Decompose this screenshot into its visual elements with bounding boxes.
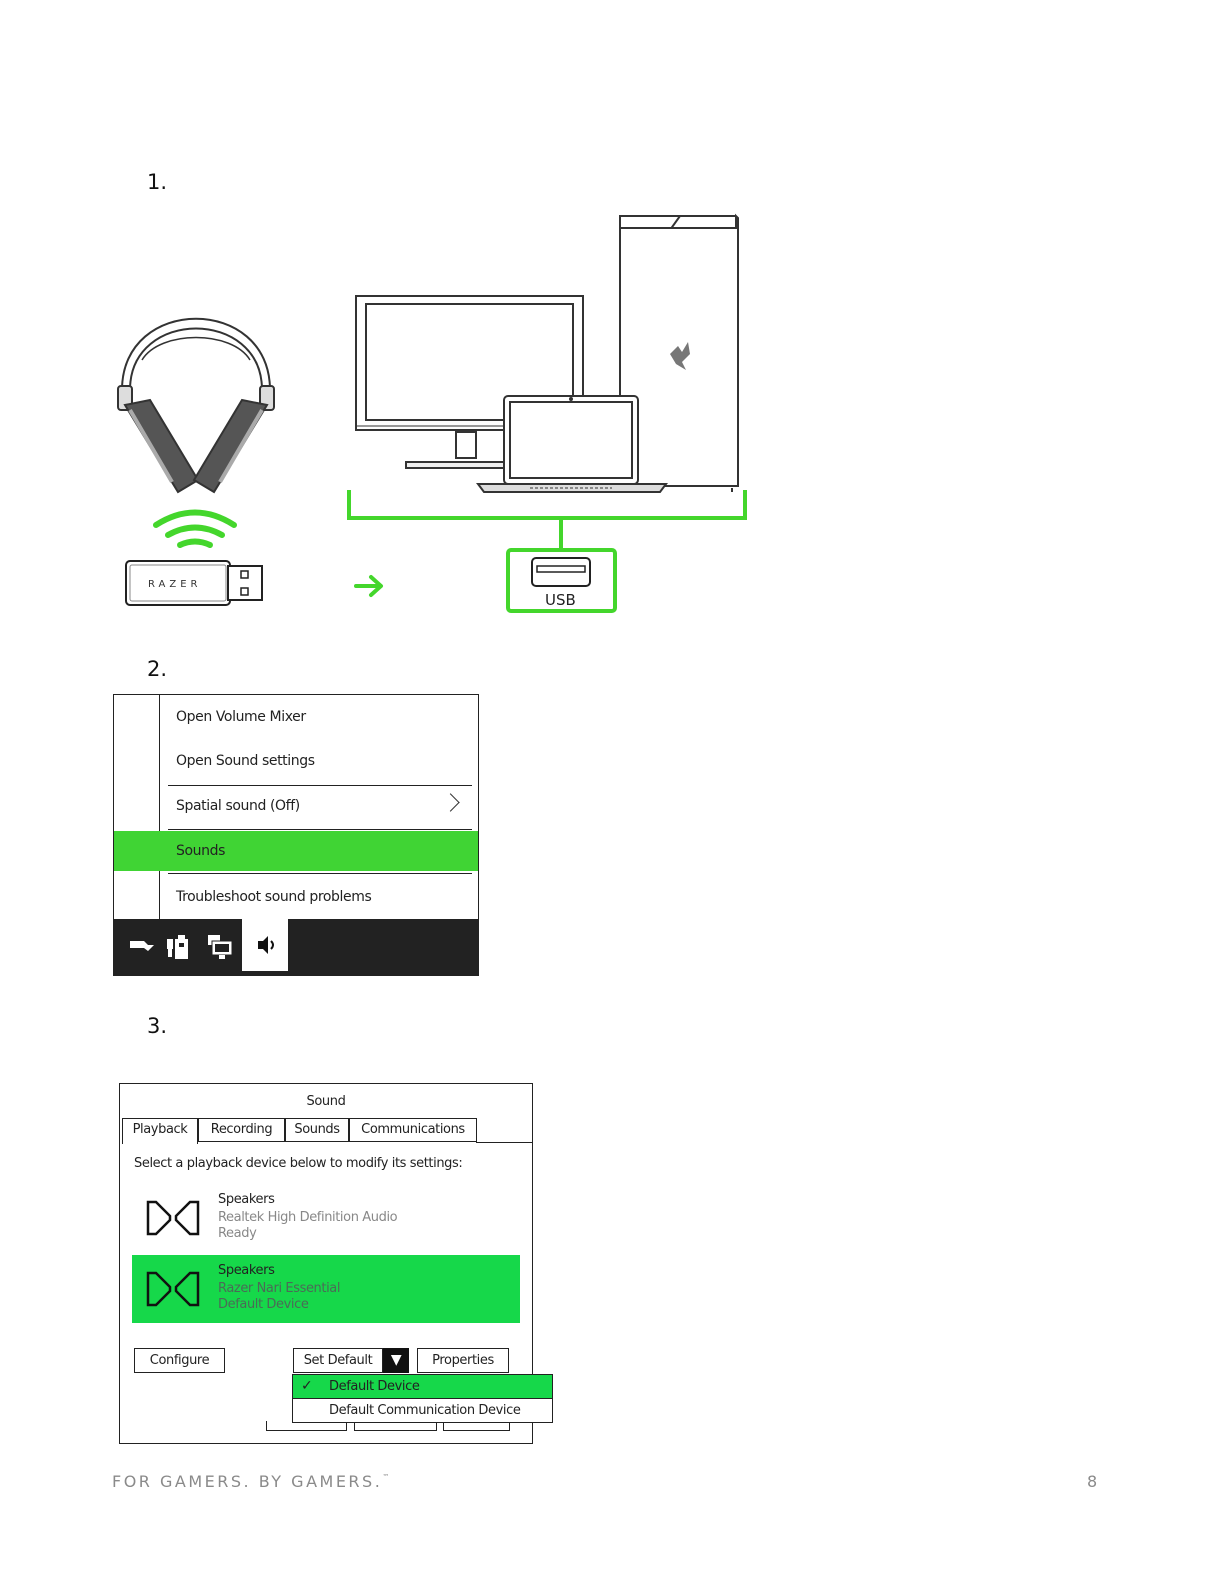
menu-item-label: Sounds [176, 843, 225, 859]
instruction-text: Select a playback device below to modify… [134, 1156, 463, 1171]
dropdown-option-default-device[interactable]: ✓ Default Device [292, 1374, 553, 1399]
step-number-2: 2. [147, 657, 168, 681]
tab-baseline [476, 1142, 532, 1143]
menu-item-open-sound-settings[interactable]: Open Sound settings [114, 741, 478, 781]
menu-item-troubleshoot[interactable]: Troubleshoot sound problems [114, 877, 478, 917]
usb-port-icon: USB [506, 548, 617, 613]
tab-playback[interactable]: Playback [122, 1118, 198, 1144]
menu-item-label: Spatial sound (Off) [176, 798, 300, 814]
menu-item-label: Open Volume Mixer [176, 709, 306, 725]
tab-recording[interactable]: Recording [198, 1118, 285, 1142]
connection-bracket [347, 490, 747, 550]
arrow-right-icon [354, 575, 383, 597]
footer-tagline-text: FOR GAMERS. BY GAMERS. [112, 1472, 383, 1491]
connection-illustration: RAZER USB [117, 213, 747, 613]
headset-icon [117, 317, 275, 494]
hidden-button-outline [266, 1421, 347, 1431]
check-icon: ✓ [301, 1378, 313, 1394]
hidden-button-outline [354, 1421, 437, 1431]
tab-communications[interactable]: Communications [349, 1118, 477, 1142]
device-driver: Realtek High Definition Audio [218, 1210, 398, 1225]
hidden-button-outline [443, 1421, 510, 1431]
device-name: Speakers [218, 1263, 275, 1278]
set-default-dropdown-arrow[interactable]: ▼ [383, 1348, 409, 1373]
chevron-right-icon [441, 793, 460, 812]
device-driver: Razer Nari Essential [218, 1281, 341, 1296]
speaker-tray-cell[interactable] [242, 919, 288, 971]
configure-button[interactable]: Configure [134, 1348, 225, 1373]
menu-item-open-volume-mixer[interactable]: Open Volume Mixer [114, 697, 478, 737]
device-status: Ready [218, 1226, 257, 1241]
device-name: Speakers [218, 1192, 275, 1207]
device-row-razer-nari[interactable]: Speakers Razer Nari Essential Default De… [132, 1255, 520, 1323]
dialog-title: Sound [306, 1094, 346, 1109]
network-icon[interactable] [206, 933, 234, 961]
step-number-3: 3. [147, 1014, 168, 1038]
menu-item-label: Troubleshoot sound problems [176, 889, 372, 905]
menu-item-sounds[interactable]: Sounds [114, 831, 478, 871]
dongle-brand-text: RAZER [148, 579, 202, 590]
flag-icon[interactable] [128, 933, 156, 961]
menu-gutter [159, 695, 160, 919]
trademark-symbol: ™ [382, 1473, 390, 1481]
tray-context-menu: Open Volume Mixer Open Sound settings Sp… [113, 694, 479, 976]
set-default-button[interactable]: Set Default [293, 1348, 383, 1373]
menu-separator [168, 829, 472, 830]
menu-item-spatial-sound[interactable]: Spatial sound (Off) [114, 786, 478, 826]
dropdown-option-default-communication-device[interactable]: Default Communication Device [292, 1398, 553, 1423]
page-number: 8 [1087, 1472, 1098, 1491]
taskbar [114, 919, 478, 975]
pc-tower-icon [619, 213, 739, 492]
usb-port-label: USB [545, 591, 576, 609]
usb-dongle-icon: RAZER [125, 560, 263, 606]
dropdown-option-label: Default Communication Device [329, 1403, 521, 1418]
menu-separator [168, 785, 472, 786]
menu-item-label: Open Sound settings [176, 753, 315, 769]
menu-separator [168, 873, 472, 874]
dropdown-option-label: Default Device [329, 1379, 420, 1394]
device-status: Default Device [218, 1297, 309, 1312]
footer-tagline: FOR GAMERS. BY GAMERS.™ [112, 1472, 389, 1491]
speaker-icon[interactable] [254, 933, 278, 957]
tab-sounds[interactable]: Sounds [285, 1118, 349, 1142]
usb-device-icon[interactable] [164, 933, 192, 961]
speakers-icon [146, 1200, 200, 1236]
wireless-signal-icon [153, 509, 237, 548]
properties-button[interactable]: Properties [417, 1348, 509, 1373]
laptop-icon [476, 395, 668, 493]
device-row-realtek[interactable]: Speakers Realtek High Definition Audio R… [132, 1184, 520, 1252]
speakers-icon [146, 1271, 200, 1307]
step-number-1: 1. [147, 170, 168, 194]
